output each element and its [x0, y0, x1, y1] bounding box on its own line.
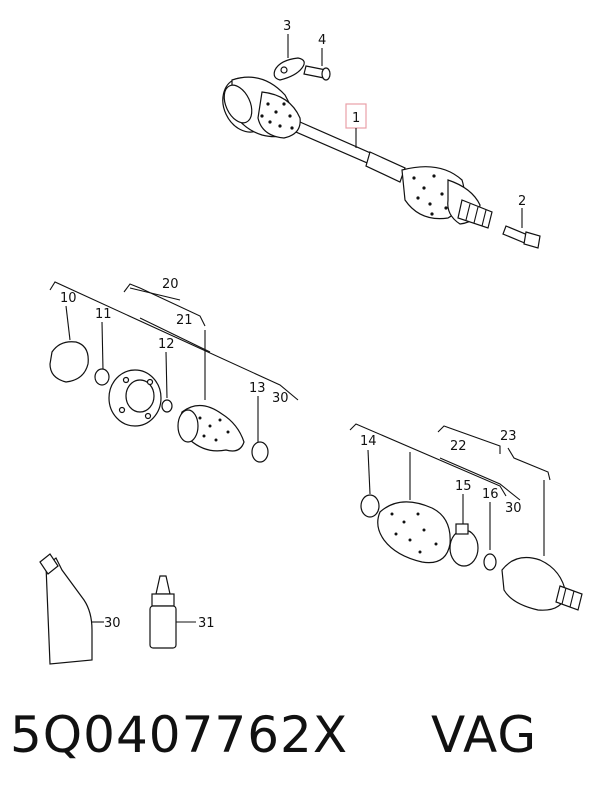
callout-21[interactable]: 21 — [176, 313, 193, 328]
footer-caption: 5Q0407762X VAG — [10, 706, 590, 786]
callout-15[interactable]: 15 — [455, 479, 472, 494]
callout-3[interactable]: 3 — [283, 19, 291, 34]
drive-shaft-assembly — [222, 76, 493, 229]
boot-texture-dots — [260, 102, 448, 216]
clamp-part-14 — [360, 494, 380, 518]
callout-30c[interactable]: 30 — [104, 616, 121, 631]
callout-14[interactable]: 14 — [360, 434, 377, 449]
joint-flange — [108, 369, 162, 427]
callout-22[interactable]: 22 — [450, 439, 467, 454]
callout-4[interactable]: 4 — [318, 33, 326, 48]
joint-right — [501, 557, 583, 611]
callout-12[interactable]: 12 — [158, 337, 175, 352]
callout-13[interactable]: 13 — [249, 381, 266, 396]
boot-left — [177, 404, 245, 452]
callout-2[interactable]: 2 — [518, 194, 526, 209]
parts-diagram: 1 2 3 4 20 21 10 11 12 13 30 — [39, 19, 583, 665]
clamp-part-13 — [251, 441, 269, 463]
bolt-part-2 — [502, 225, 541, 249]
callout-31[interactable]: 31 — [198, 616, 215, 631]
part-number: 5Q0407762X — [10, 706, 349, 764]
brand-name: VAG — [431, 706, 538, 764]
boot-right — [377, 501, 451, 564]
callout-11[interactable]: 11 — [95, 307, 112, 322]
circlip-part-16 — [483, 553, 497, 571]
grease-tube-part-30 — [39, 553, 104, 665]
washer-part-3 — [273, 57, 305, 81]
circlip-part-12 — [161, 399, 173, 413]
callout-23[interactable]: 23 — [500, 429, 517, 444]
callout-20[interactable]: 20 — [162, 277, 179, 292]
callout-30b[interactable]: 30 — [505, 501, 522, 516]
callout-10[interactable]: 10 — [60, 291, 77, 306]
circlip-part-11 — [94, 368, 110, 386]
callout-1[interactable]: 1 — [352, 111, 360, 126]
callout-16[interactable]: 16 — [482, 487, 499, 502]
clamp-part-15 — [449, 523, 479, 567]
bolt-part-4 — [303, 65, 331, 81]
sealant-bottle-part-31 — [149, 575, 196, 649]
callout-30a[interactable]: 30 — [272, 391, 289, 406]
gasket-part-10 — [49, 341, 89, 383]
